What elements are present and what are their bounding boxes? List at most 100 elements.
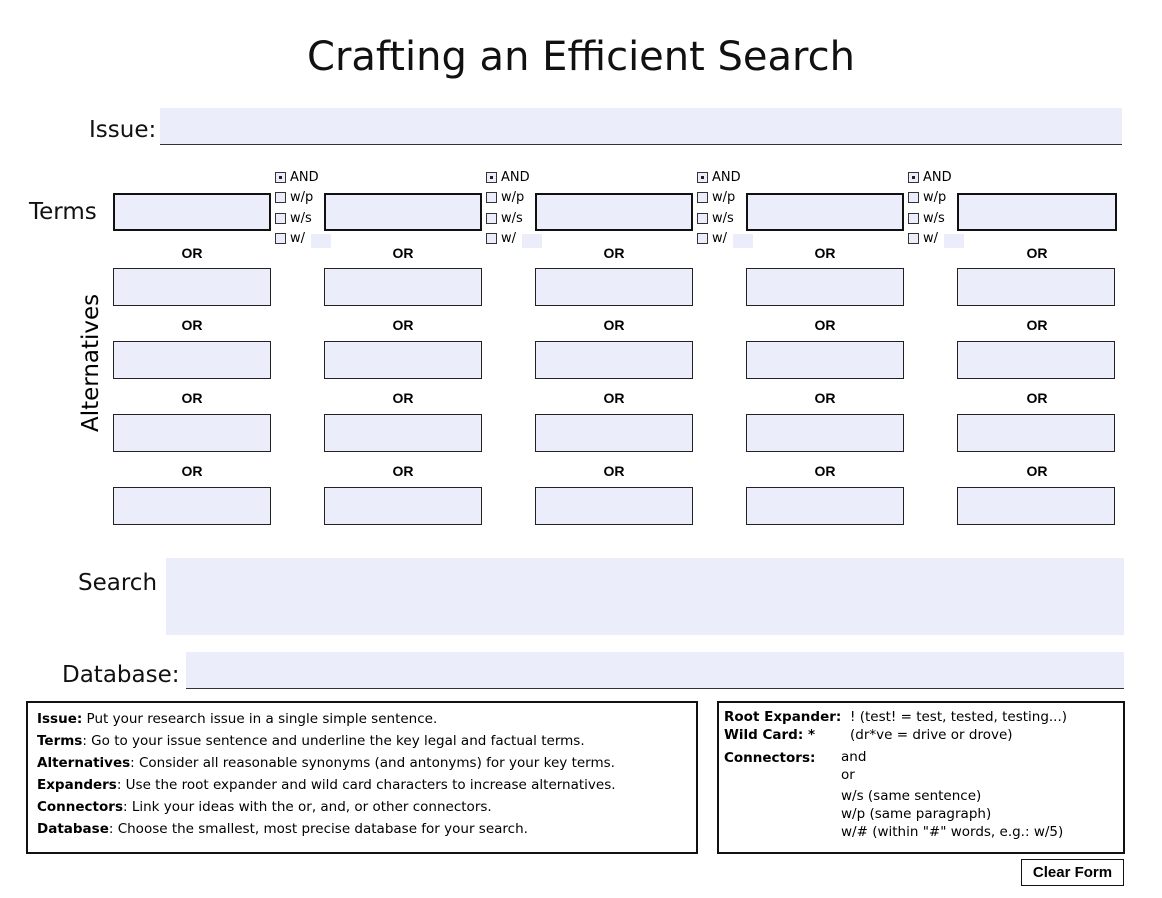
connector-and-label: AND — [923, 170, 952, 185]
issue-input[interactable] — [160, 108, 1122, 145]
connector-wn-label: w/ — [501, 231, 517, 246]
alternative-4-1-input[interactable] — [746, 268, 904, 306]
connector-wn-label: w/ — [712, 231, 728, 246]
clear-form-button[interactable]: Clear Form — [1021, 859, 1124, 886]
connector-ws-checkbox[interactable] — [697, 213, 708, 224]
connector-ws-text: w/s (same sentence) — [841, 788, 982, 804]
alternatives-label: Alternatives — [78, 293, 104, 432]
connector-and-text: and — [841, 749, 867, 765]
or-label: OR — [1026, 317, 1048, 333]
or-label: OR — [392, 245, 414, 261]
or-label: OR — [392, 390, 414, 406]
connector-wn-number-field[interactable] — [522, 234, 542, 248]
alternative-1-2-input[interactable] — [113, 341, 271, 379]
connector-wn-checkbox[interactable] — [486, 233, 497, 244]
alternative-1-1-input[interactable] — [113, 268, 271, 306]
connector-wn-label: w/ — [290, 231, 306, 246]
or-label: OR — [603, 245, 625, 261]
alternative-4-4-input[interactable] — [746, 487, 904, 525]
alternative-4-2-input[interactable] — [746, 341, 904, 379]
alternative-5-4-input[interactable] — [957, 487, 1115, 525]
connector-ws-label: w/s — [290, 211, 312, 226]
or-label: OR — [181, 463, 203, 479]
instruction-database: Database: Choose the smallest, most prec… — [37, 821, 528, 837]
root-expander-label: Root Expander: — [724, 709, 842, 725]
or-label: OR — [603, 463, 625, 479]
connector-ws-label: w/s — [501, 211, 523, 226]
alternative-2-4-input[interactable] — [324, 487, 482, 525]
term-4-input[interactable] — [746, 193, 904, 231]
alternative-2-1-input[interactable] — [324, 268, 482, 306]
alternative-5-1-input[interactable] — [957, 268, 1115, 306]
connector-wp-checkbox[interactable] — [908, 192, 919, 203]
database-label: Database: — [62, 662, 180, 688]
connector-group-3: AND w/p w/s w/ — [697, 170, 757, 250]
connector-wp-checkbox[interactable] — [275, 192, 286, 203]
connector-wn-checkbox[interactable] — [697, 233, 708, 244]
connector-wp-text: w/p (same paragraph) — [841, 806, 992, 822]
alternative-3-3-input[interactable] — [535, 414, 693, 452]
or-label: OR — [603, 390, 625, 406]
search-input[interactable] — [166, 558, 1124, 635]
alternative-3-4-input[interactable] — [535, 487, 693, 525]
connector-wp-checkbox[interactable] — [697, 192, 708, 203]
instruction-alternatives: Alternatives: Consider all reasonable sy… — [37, 755, 615, 771]
connector-wn-number-field[interactable] — [733, 234, 753, 248]
or-label: OR — [181, 317, 203, 333]
wild-card-label: Wild Card: * — [724, 727, 816, 743]
connector-and-checkbox[interactable] — [908, 172, 919, 183]
term-2-input[interactable] — [324, 193, 482, 231]
or-label: OR — [814, 390, 836, 406]
instructions-panel: Issue: Put your research issue in a sing… — [26, 701, 698, 854]
connector-wn-number-field[interactable] — [944, 234, 964, 248]
connector-or-text: or — [841, 767, 855, 783]
issue-label: Issue: — [89, 117, 157, 143]
or-label: OR — [181, 245, 203, 261]
or-label: OR — [392, 463, 414, 479]
connector-ws-checkbox[interactable] — [275, 213, 286, 224]
wild-card-text: (dr*ve = drive or drove) — [850, 727, 1013, 743]
instruction-connectors: Connectors: Link your ideas with the or,… — [37, 799, 492, 815]
connector-wn-text: w/# (within "#" words, e.g.: w/5) — [841, 824, 1064, 840]
alternative-2-3-input[interactable] — [324, 414, 482, 452]
or-label: OR — [1026, 463, 1048, 479]
connector-and-checkbox[interactable] — [486, 172, 497, 183]
connector-and-label: AND — [501, 170, 530, 185]
or-label: OR — [392, 317, 414, 333]
alternative-2-2-input[interactable] — [324, 341, 482, 379]
root-expander-text: ! (test! = test, tested, testing...) — [850, 709, 1068, 725]
alternative-3-1-input[interactable] — [535, 268, 693, 306]
terms-label: Terms — [29, 199, 97, 225]
connector-and-checkbox[interactable] — [275, 172, 286, 183]
connector-wp-label: w/p — [923, 190, 947, 205]
connector-wn-checkbox[interactable] — [908, 233, 919, 244]
alternative-5-3-input[interactable] — [957, 414, 1115, 452]
connector-wp-label: w/p — [712, 190, 736, 205]
term-1-input[interactable] — [113, 193, 271, 231]
connector-wn-checkbox[interactable] — [275, 233, 286, 244]
connector-and-label: AND — [712, 170, 741, 185]
alternative-4-3-input[interactable] — [746, 414, 904, 452]
page-title: Crafting an Efficient Search — [307, 34, 855, 80]
connector-group-1: AND w/p w/s w/ — [275, 170, 335, 250]
term-3-input[interactable] — [535, 193, 693, 231]
connector-group-4: AND w/p w/s w/ — [908, 170, 968, 250]
connector-wp-label: w/p — [501, 190, 525, 205]
database-input[interactable] — [186, 652, 1124, 689]
connector-wn-number-field[interactable] — [311, 234, 331, 248]
instruction-issue: Issue: Put your research issue in a sing… — [37, 711, 438, 727]
connector-ws-checkbox[interactable] — [908, 213, 919, 224]
connector-wn-label: w/ — [923, 231, 939, 246]
instruction-expanders: Expanders: Use the root expander and wil… — [37, 777, 616, 793]
connector-ws-label: w/s — [712, 211, 734, 226]
alternative-1-4-input[interactable] — [113, 487, 271, 525]
connector-group-2: AND w/p w/s w/ — [486, 170, 546, 250]
alternative-5-2-input[interactable] — [957, 341, 1115, 379]
alternative-1-3-input[interactable] — [113, 414, 271, 452]
connector-ws-checkbox[interactable] — [486, 213, 497, 224]
connector-and-label: AND — [290, 170, 319, 185]
connector-wp-checkbox[interactable] — [486, 192, 497, 203]
connector-and-checkbox[interactable] — [697, 172, 708, 183]
term-5-input[interactable] — [957, 193, 1117, 231]
alternative-3-2-input[interactable] — [535, 341, 693, 379]
